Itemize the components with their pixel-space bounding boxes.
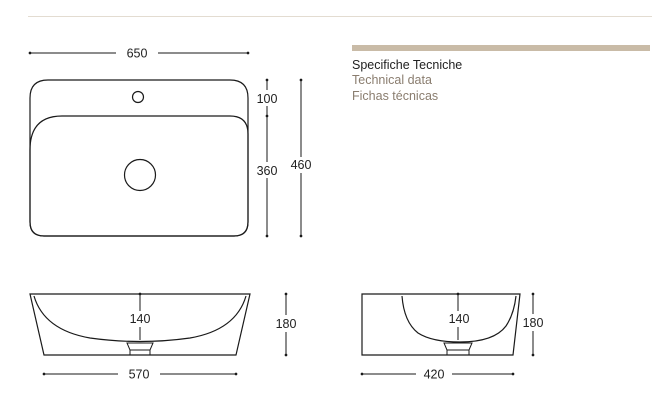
front-bowl-depth-dimension: 140 xyxy=(130,292,151,340)
side-bowl-curve xyxy=(401,295,517,343)
side-height-label: 180 xyxy=(523,316,544,330)
front-drain-fitting xyxy=(126,342,154,356)
top-view: 650 100 360 460 xyxy=(28,47,312,238)
spec-title-english: Technical data xyxy=(352,73,432,87)
basin-bowl-outline xyxy=(29,115,249,237)
front-view: 140 180 570 xyxy=(29,292,297,382)
front-height-dimension: 180 xyxy=(276,292,297,357)
front-bowl-curve xyxy=(33,295,247,343)
total-depth-label: 460 xyxy=(291,158,312,172)
top-width-label: 650 xyxy=(127,47,148,61)
front-profile-outline xyxy=(29,293,251,356)
spec-title-italian: Specifiche Tecniche xyxy=(352,58,463,72)
front-height-label: 180 xyxy=(276,317,297,331)
deck-depth-label: 100 xyxy=(257,92,278,106)
side-profile-outline xyxy=(361,293,521,356)
side-bowl-depth-dimension: 140 xyxy=(449,292,470,340)
side-bowl-depth-label: 140 xyxy=(449,312,470,326)
tap-hole xyxy=(131,90,145,104)
top-depth-dimension-360: 360 xyxy=(257,116,278,238)
spec-title-spanish: Fichas técnicas xyxy=(352,89,439,103)
front-width-dimension: 570 xyxy=(42,368,238,382)
front-bowl-depth-label: 140 xyxy=(130,312,151,326)
drain-hole xyxy=(123,158,157,192)
top-depth-dimension-460: 460 xyxy=(291,78,312,238)
top-depth-dimension-100: 100 xyxy=(257,78,278,118)
bowl-depth-label: 360 xyxy=(257,164,278,178)
top-divider-line xyxy=(28,16,652,17)
spec-accent-bar xyxy=(352,45,650,51)
side-drain-fitting xyxy=(443,342,473,356)
side-view: 140 180 420 xyxy=(360,292,544,382)
top-width-dimension: 650 xyxy=(28,47,250,61)
side-height-dimension: 180 xyxy=(523,292,544,357)
basin-deck-outline xyxy=(29,79,249,237)
side-width-dimension: 420 xyxy=(360,368,515,382)
side-width-label: 420 xyxy=(424,368,445,382)
front-width-label: 570 xyxy=(129,368,150,382)
